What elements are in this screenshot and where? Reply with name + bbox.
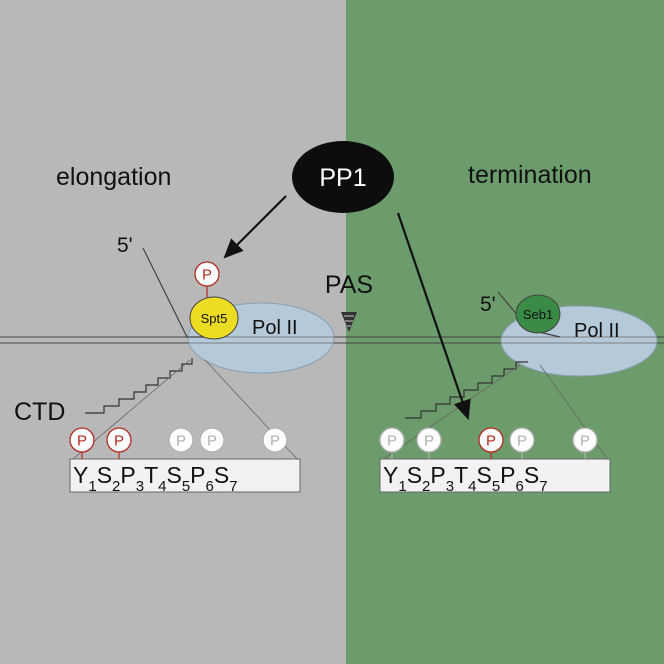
phospho-icon-right-s7	[572, 427, 598, 453]
ctd-repeat-box-left	[69, 458, 301, 493]
spt5-phospho-icon	[194, 261, 220, 287]
pp1-label: PP1	[319, 164, 366, 192]
phospho-icon-left-s5	[199, 427, 225, 453]
pp1-node	[292, 141, 394, 213]
phospho-icon-left-s7	[262, 427, 288, 453]
ctd-repeat-box-right	[379, 458, 611, 493]
ctd-label: CTD	[14, 398, 65, 426]
dna-template-overlay	[188, 336, 657, 344]
phospho-label-right-y1: P	[387, 433, 397, 450]
phospho-icon-left-t4	[168, 427, 194, 453]
ctd-sequence-right: Y1S2P3T4S5P6S7	[383, 462, 548, 495]
pas-marker-icon	[341, 312, 357, 332]
ctd-repeat-left: Y1S2P3T4S5P6S7	[69, 458, 301, 495]
elongation-label: elongation	[56, 163, 171, 191]
phospho-icon-left-s2	[106, 427, 132, 453]
phospho-icon-right-y1	[379, 427, 405, 453]
phospho-label-right-s7: P	[580, 433, 590, 450]
ctd-tail-right	[405, 361, 528, 419]
phospho-label-right-s2: P	[424, 433, 434, 450]
phospho-icon-right-s5	[509, 427, 535, 453]
phospho-label-right-t4: P	[486, 433, 496, 450]
ctd-sequence-left: Y1S2P3T4S5P6S7	[73, 462, 238, 495]
phospho-icon-left-y1	[69, 427, 95, 453]
pol2-left-label: Pol II	[252, 317, 298, 339]
arrow-pp1-to-thr4	[396, 212, 471, 421]
phospho-label-left-s5: P	[207, 433, 217, 450]
spt5-label: Spt5	[201, 311, 228, 326]
spt5-factor	[189, 296, 239, 340]
spt5-phospho-label: P	[202, 267, 212, 284]
phospho-label-left-s7: P	[270, 433, 280, 450]
ctd-tail-left	[85, 358, 193, 414]
arrow-pp1-to-spt5	[223, 195, 287, 259]
pol2-right-label: Pol II	[574, 320, 620, 342]
phospho-label-right-s5: P	[517, 433, 527, 450]
termination-label: termination	[468, 161, 592, 189]
five-prime-left: 5'	[117, 234, 133, 257]
phospho-label-left-s2: P	[114, 433, 124, 450]
seb1-label: Seb1	[523, 307, 553, 322]
phospho-label-left-y1: P	[77, 433, 87, 450]
pas-label: PAS	[325, 271, 373, 299]
phospho-icon-right-s2	[416, 427, 442, 453]
ctd-repeat-right: Y1S2P3T4S5P6S7	[379, 458, 611, 495]
phospho-label-left-t4: P	[176, 433, 186, 450]
phospho-icon-right-t4	[478, 427, 504, 453]
five-prime-right: 5'	[480, 293, 496, 316]
seb1-factor	[515, 294, 561, 334]
